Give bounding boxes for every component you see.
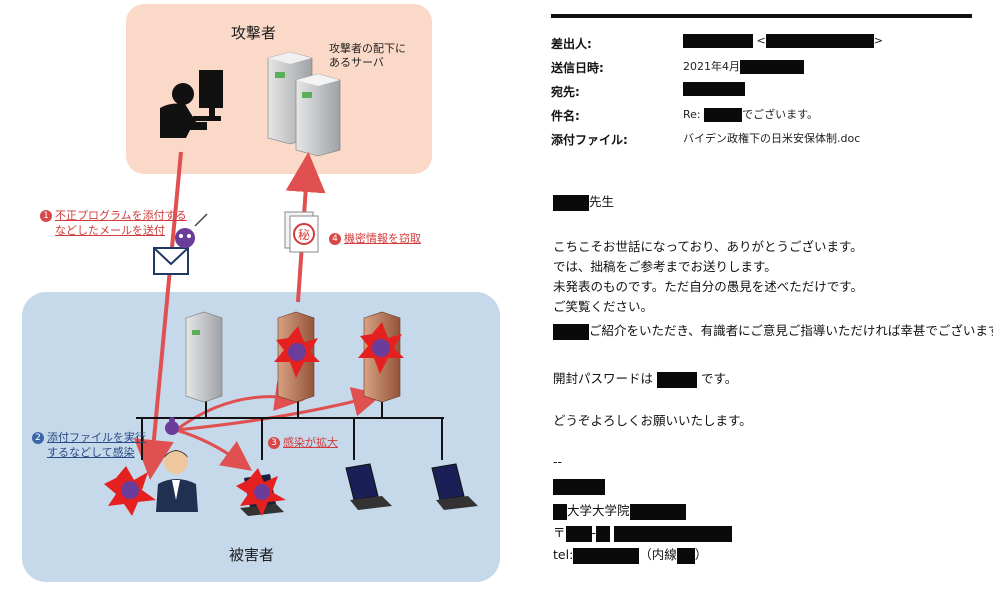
from-value: <>	[683, 34, 883, 48]
laptop-clean-icon	[431, 463, 478, 510]
subject-label: 件名:	[551, 109, 580, 123]
mail-envelope-icon	[153, 247, 189, 275]
salutation: 先生	[553, 191, 614, 211]
attacker-title: 攻撃者	[231, 24, 277, 42]
secret-document-icon: 秘	[284, 211, 319, 253]
attacker-server-icon	[267, 51, 341, 157]
spreading-virus-icon	[165, 417, 179, 435]
date-value: 2021年4月	[683, 58, 804, 74]
victim-server-infected-icon	[274, 311, 320, 403]
email-top-rule	[551, 14, 972, 18]
to-value	[683, 82, 745, 96]
body-line-4: ご笑覧ください。	[553, 299, 654, 314]
victim-person-icon	[156, 450, 198, 512]
password-line: 開封パスワードは です。	[553, 371, 738, 388]
attacker-figure-icon	[160, 70, 223, 138]
secret-mark: 秘	[298, 228, 310, 242]
from-label: 差出人:	[551, 37, 592, 51]
victim-server-infected-icon	[358, 311, 404, 403]
victim-laptop-infected-icon	[104, 466, 156, 516]
victim-title: 被害者	[229, 546, 275, 564]
signature-university: 大学大学院	[553, 500, 686, 520]
signature-phone: tel:（内線）	[553, 547, 708, 564]
body-line-1: こちこそお世話になっており、ありがとうございます。	[553, 239, 863, 254]
network-bus	[136, 400, 444, 460]
spread-arrow-2	[175, 387, 383, 432]
server-note: 攻撃者の配下に あるサーバ	[329, 42, 406, 69]
subject-value: Re: でございます。	[683, 108, 819, 122]
date-label: 送信日時:	[551, 61, 604, 75]
body-line-2: では、拙稿をご参考までお送りします。	[553, 259, 777, 274]
attachment-label: 添付ファイル:	[551, 133, 628, 147]
laptop-clean-icon	[345, 463, 392, 510]
to-label: 宛先:	[551, 85, 580, 99]
signature-dashes: --	[553, 454, 563, 469]
closing-line: どうぞよろしくお願いいたします。	[553, 413, 752, 428]
body-line-3: 未発表のものです。ただ自分の愚見を述べただけです。	[553, 279, 864, 294]
attack-arrow-mail	[133, 151, 183, 480]
signature-name	[553, 478, 605, 495]
spread-arrow-3	[175, 428, 253, 471]
attachment-value: バイデン政権下の日米安保体制.doc	[683, 132, 861, 145]
laptop-infected-icon	[236, 468, 286, 516]
body-line-5: ご紹介をいただき、有識者にご意見ご指導いただければ幸甚でございます。	[553, 320, 993, 340]
spread-arrow-1	[175, 381, 305, 432]
victim-server-clean-icon	[185, 311, 223, 403]
malware-virus-icon	[175, 213, 208, 248]
signature-address: 〒-	[553, 522, 733, 542]
